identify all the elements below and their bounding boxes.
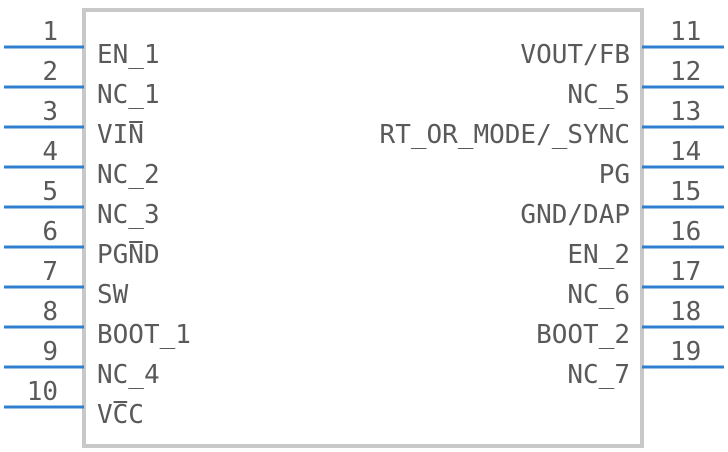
left-pin-4-name: NC_2 [97,160,160,190]
left-pin-10-number: 10 [27,377,58,407]
left-pin-5-name: NC_3 [97,200,160,230]
left-pin-7-number: 7 [42,257,58,287]
right-pin-18-number: 18 [670,297,701,327]
left-pin-2-number: 2 [42,57,58,87]
right-pin-17-name: NC_6 [567,280,630,310]
right-pin-16-number: 16 [670,217,701,247]
right-pin-15-name: GND/DAP [520,200,630,230]
right-pin-19-name: NC_7 [567,360,630,390]
left-pin-6-name: PGND [97,240,160,270]
left-pin-8-name: BOOT_1 [97,320,191,350]
left-pin-9-number: 9 [42,337,58,367]
left-pin-7-name: SW [97,280,129,310]
right-pin-16-name: EN_2 [567,240,630,270]
right-pin-11-name: VOUT/FB [520,40,630,70]
right-pin-17-number: 17 [670,257,701,287]
left-pin-2-name: NC_1 [97,80,160,110]
left-pin-10-name: VCC [97,400,144,430]
right-pin-15-number: 15 [670,177,701,207]
left-pin-3-number: 3 [42,97,58,127]
right-pin-14-number: 14 [670,137,701,167]
right-pin-12-number: 12 [670,57,701,87]
right-pin-18-name: BOOT_2 [536,320,630,350]
left-pin-9-name: NC_4 [97,360,160,390]
left-pin-8-number: 8 [42,297,58,327]
right-pin-13-number: 13 [670,97,701,127]
left-pin-1-number: 1 [42,17,58,47]
right-pin-14-name: PG [599,160,630,190]
left-pin-4-number: 4 [42,137,58,167]
right-pin-12-name: NC_5 [567,80,630,110]
right-pin-13-name: RT_OR_MODE/_SYNC [380,120,630,150]
left-pin-3-name: VIN [97,120,144,150]
left-pin-6-number: 6 [42,217,58,247]
left-pin-1-name: EN_1 [97,40,160,70]
left-pin-5-number: 5 [42,177,58,207]
component-body [82,8,644,448]
right-pin-11-number: 11 [670,17,701,47]
right-pin-19-number: 19 [670,337,701,367]
